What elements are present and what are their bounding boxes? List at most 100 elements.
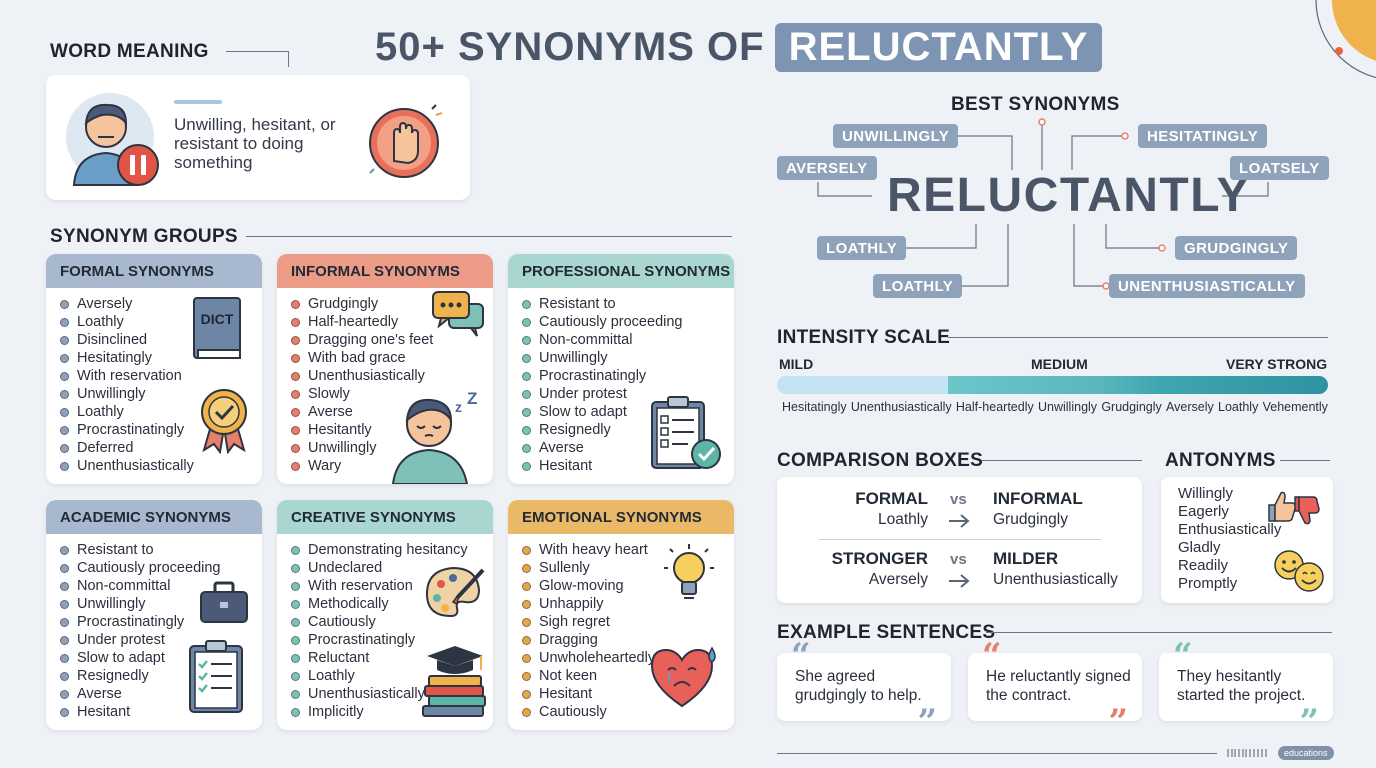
list-item: Dragging	[522, 631, 734, 649]
list-item: Procrastinatingly	[60, 613, 262, 631]
dictionary-icon: DICT	[193, 297, 241, 359]
vs-label: vs	[950, 551, 967, 568]
list-item: Cautiously	[291, 613, 493, 631]
synonym-list: Aversely Loathly Disinclined Hesitatingl…	[46, 288, 262, 475]
list-item: Under protest	[60, 631, 262, 649]
reluctant-person-icon	[66, 93, 159, 186]
list-item: Methodically	[291, 595, 493, 613]
list-item: Resistant to	[60, 541, 262, 559]
accent-bar	[174, 100, 222, 104]
list-item: Procrastinatingly	[60, 421, 262, 439]
scale-level-very-strong: VERY STRONG	[1226, 356, 1328, 372]
title-prefix: 50+ SYNONYMS OF	[375, 24, 765, 69]
synonym-list: With heavy heart Sullenly Glow-moving Un…	[508, 534, 734, 721]
list-item: Wary	[291, 457, 493, 475]
divider	[948, 337, 1328, 338]
antonyms-heading: ANTONYMS	[1165, 450, 1276, 471]
synonym-pill: GRUDGINGLY	[1175, 236, 1298, 260]
list-item: Unhappily	[522, 595, 734, 613]
synonym-pill: UNENTHUSIASTICALLY	[1109, 274, 1305, 298]
intensity-scale-heading: INTENSITY SCALE	[777, 327, 951, 348]
list-item: Gladly	[1178, 539, 1221, 556]
brand-badge: educations	[1278, 746, 1334, 760]
list-item: Half-heartedly	[291, 313, 493, 331]
list-item: Averse	[522, 439, 734, 457]
scale-word: Vehemently	[1262, 400, 1328, 414]
synonym-list: Resistant to Cautiously proceeding Non-c…	[508, 288, 734, 475]
word-meaning-card: Unwilling, hesitant, or resistant to doi…	[46, 75, 470, 200]
list-item: Dragging one's feet	[291, 331, 493, 349]
corner-decoration	[1315, 0, 1376, 79]
list-item: Slow to adapt	[60, 649, 262, 667]
list-item: Averse	[291, 403, 493, 421]
sad-heart-icon	[650, 646, 716, 708]
open-quote-icon: “	[791, 636, 811, 676]
list-item: Procrastinatingly	[291, 631, 493, 649]
list-item: Unwholeheartedly	[522, 649, 734, 667]
scale-word: Hesitatingly	[782, 400, 847, 414]
divider	[1280, 460, 1330, 461]
list-item: Hesitant	[60, 703, 262, 721]
scale-word: Aversely	[1166, 400, 1214, 414]
example-card: “ She agreed grudgingly to help. ”	[777, 639, 951, 739]
card-title: ACADEMIC SYNONYMS	[46, 500, 262, 534]
example-sentence: He reluctantly signed the contract.	[986, 668, 1131, 704]
compare-label: INFORMAL	[993, 489, 1083, 508]
scale-word: Half-heartedly	[955, 400, 1034, 414]
card-title: INFORMAL SYNONYMS	[277, 254, 493, 288]
list-item: Unwillingly	[522, 349, 734, 367]
list-item: Unwillingly	[60, 385, 262, 403]
informal-synonyms-card: INFORMAL SYNONYMS Grudgingly Half-hearte…	[277, 254, 493, 484]
synonym-pill: UNWILLINGLY	[833, 124, 959, 148]
antonyms-card: Willingly Eagerly Enthusiastically Gladl…	[1161, 477, 1333, 603]
synonym-pill: HESITATINGLY	[1138, 124, 1268, 148]
open-quote-icon: “	[982, 636, 1002, 676]
lightbulb-icon	[664, 544, 714, 599]
card-title: CREATIVE SYNONYMS	[277, 500, 493, 534]
creative-synonyms-card: CREATIVE SYNONYMS Demonstrating hesitanc…	[277, 500, 493, 730]
scale-level-medium: MEDIUM	[1031, 356, 1088, 372]
synonym-pill: AVERSELY	[777, 156, 877, 180]
svg-text:z: z	[455, 399, 462, 415]
divider	[226, 51, 288, 52]
list-item: Undeclared	[291, 559, 493, 577]
close-quote-icon: ”	[1108, 702, 1128, 742]
dictionary-label: DICT	[201, 311, 234, 327]
formal-synonyms-card: FORMAL SYNONYMS Aversely Loathly Disincl…	[46, 254, 262, 484]
list-item: Unwillingly	[60, 595, 262, 613]
open-quote-icon: “	[1173, 636, 1193, 676]
thumbs-up-down-icon	[1268, 491, 1320, 525]
scale-word: Loathly	[1218, 400, 1259, 414]
briefcase-icon	[200, 581, 248, 623]
tired-person-icon: z Z	[391, 390, 477, 484]
list-item: Disinclined	[60, 331, 262, 349]
center-word: RELUCTANTLY	[887, 169, 1251, 222]
list-item: Not keen	[522, 667, 734, 685]
title-highlight: RELUCTANTLY	[774, 22, 1103, 72]
list-item: Eagerly	[1178, 503, 1229, 520]
svg-text:Z: Z	[467, 390, 477, 408]
list-item: Hesitant	[522, 685, 734, 703]
list-item: Sullenly	[522, 559, 734, 577]
list-item: Averse	[60, 685, 262, 703]
list-item: Under protest	[522, 385, 734, 403]
divider	[819, 539, 1101, 540]
list-item: Enthusiastically	[1178, 521, 1282, 538]
list-item: Readily	[1178, 557, 1229, 574]
divider	[986, 632, 1332, 633]
smiley-faces-icon	[1274, 550, 1324, 592]
list-item: Deferred	[60, 439, 262, 457]
vs-label: vs	[950, 491, 967, 508]
list-item: Glow-moving	[522, 577, 734, 595]
list-item: Reluctant	[291, 649, 493, 667]
list-item: Non-committal	[60, 577, 262, 595]
compare-label: MILDER	[993, 549, 1059, 568]
list-item: Unwillingly	[291, 439, 493, 457]
card-title: FORMAL SYNONYMS	[46, 254, 262, 288]
comparison-card: FORMAL Loathly vs INFORMAL Grudgingly ST…	[777, 477, 1142, 603]
list-item: Hesitant	[522, 457, 734, 475]
synonym-list: Demonstrating hesitancy Undeclared With …	[277, 534, 493, 721]
close-quote-icon: ”	[1299, 702, 1319, 742]
list-item: Non-committal	[522, 331, 734, 349]
list-item: With reservation	[291, 577, 493, 595]
